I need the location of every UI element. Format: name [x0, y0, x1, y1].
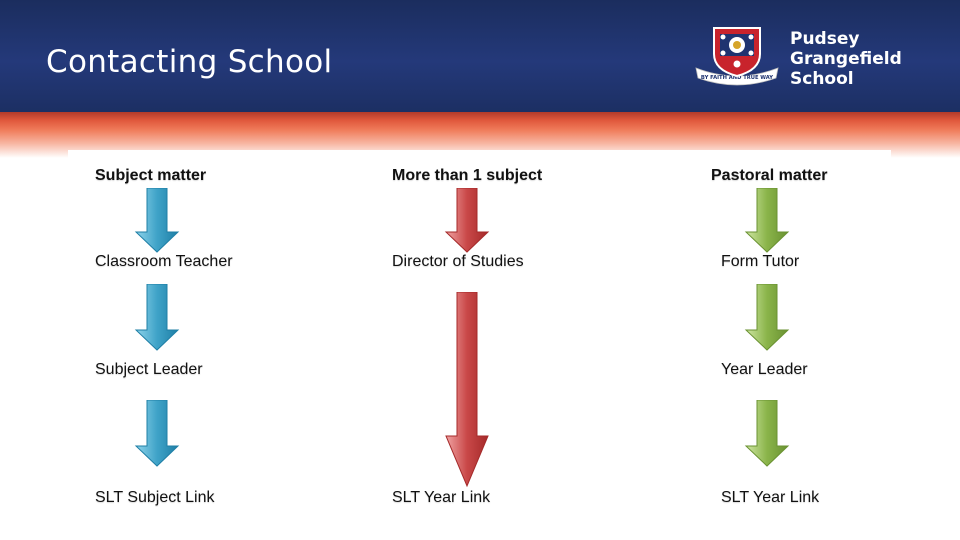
school-name-line-2: Grangefield [790, 49, 902, 69]
header-bar: Contacting School BY FAITH AND TRUE WAY … [0, 0, 960, 112]
col2-step-1: Director of Studies [392, 253, 524, 270]
col2-heading: More than 1 subject [392, 167, 543, 184]
blue-arrow-2 [134, 284, 180, 351]
logo-motto: BY FAITH AND TRUE WAY [701, 75, 773, 81]
blue-arrow-1 [134, 188, 180, 253]
red-arrow-long [445, 292, 489, 488]
blue-arrow-3 [134, 400, 180, 467]
col1-step-3: SLT Subject Link [95, 489, 215, 506]
diagram-panel [68, 150, 891, 530]
school-name-line-1: Pudsey [790, 29, 860, 49]
school-crest-logo: BY FAITH AND TRUE WAY [695, 27, 779, 86]
school-name: Pudsey Grangefield School [790, 29, 902, 89]
col1-step-2: Subject Leader [95, 361, 203, 378]
col3-step-3: SLT Year Link [721, 489, 820, 506]
col3-step-1: Form Tutor [721, 253, 800, 270]
col1-step-1: Classroom Teacher [95, 253, 233, 270]
col1-heading: Subject matter [95, 167, 207, 184]
col3-step-2: Year Leader [721, 361, 808, 378]
green-arrow-1 [744, 188, 790, 253]
red-arrow-1 [444, 188, 490, 253]
green-arrow-2 [744, 284, 790, 351]
green-arrow-3 [744, 400, 790, 467]
col2-step-2: SLT Year Link [392, 489, 491, 506]
school-name-line-3: School [790, 69, 854, 89]
page-title: Contacting School [46, 44, 333, 80]
col3-heading: Pastoral matter [711, 167, 828, 184]
